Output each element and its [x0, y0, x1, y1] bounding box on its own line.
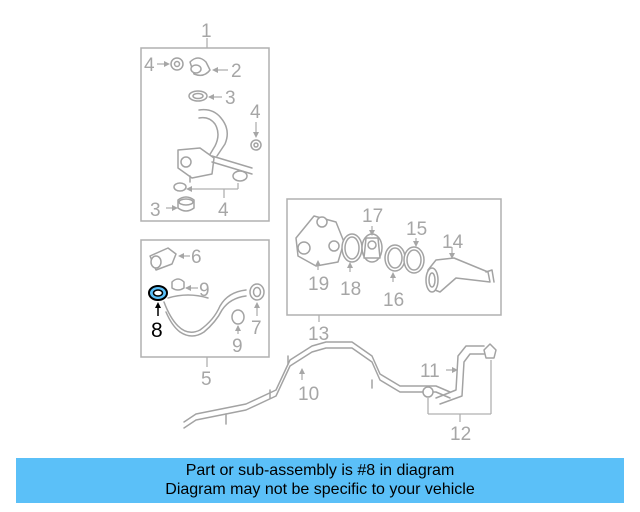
group-13-box — [286, 198, 502, 316]
callout-19: 19 — [308, 274, 329, 295]
parts-diagram: 1 4 2 3 4 — [140, 21, 502, 445]
part-9-clip-upper[interactable] — [171, 278, 185, 291]
callout-8: 8 — [151, 319, 163, 342]
group-1-box — [140, 47, 270, 222]
part-4-nut-top[interactable] — [170, 57, 184, 71]
callout-5: 5 — [201, 369, 212, 390]
callout-10: 10 — [298, 384, 319, 405]
callout-15: 15 — [406, 219, 427, 240]
part-19-housing[interactable] — [295, 215, 345, 267]
hose-assembly-group-1 — [177, 108, 253, 183]
part-10-water-pipe[interactable] — [183, 341, 451, 429]
callout-9-lower: 9 — [232, 336, 243, 357]
hose-group-5 — [163, 289, 247, 337]
banner-line-1: Part or sub-assembly is #8 in diagram — [185, 462, 455, 479]
callout-16: 16 — [383, 290, 404, 311]
callout-4-right: 4 — [250, 102, 261, 123]
part-16-gasket[interactable] — [384, 244, 406, 272]
callout-13: 13 — [308, 324, 329, 345]
part-7-clamp[interactable] — [249, 283, 265, 301]
part-6-fitting[interactable] — [149, 247, 177, 271]
part-small-clamp-left[interactable] — [173, 182, 187, 192]
callout-4-lower: 4 — [218, 200, 229, 221]
part-2-connector[interactable] — [189, 57, 211, 77]
callout-9-upper: 9 — [199, 280, 210, 301]
callout-6: 6 — [191, 247, 202, 268]
callout-14: 14 — [442, 232, 464, 253]
callout-4-top: 4 — [144, 55, 155, 76]
part-3-clamp-upper[interactable] — [188, 90, 208, 102]
part-4-bolt-right[interactable] — [250, 139, 262, 151]
group-5-box — [140, 239, 270, 358]
part-3-clamp-lower[interactable] — [177, 196, 195, 212]
callout-2: 2 — [231, 61, 242, 82]
callout-7: 7 — [251, 318, 262, 339]
part-15-gasket[interactable] — [403, 246, 425, 274]
part-8-highlighted[interactable] — [148, 285, 168, 301]
part-9-clip-lower[interactable] — [231, 309, 245, 325]
callout-17: 17 — [362, 206, 383, 227]
callout-18: 18 — [340, 279, 361, 300]
part-12-clamp-left[interactable] — [422, 386, 434, 398]
part-17-thermostat[interactable] — [361, 233, 383, 263]
part-clamp-lower-group-1[interactable] — [232, 170, 248, 182]
part-18-gasket[interactable] — [341, 233, 363, 263]
callout-12: 12 — [450, 424, 471, 445]
part-11-pipe[interactable] — [435, 345, 485, 405]
part-12-clamp-right[interactable] — [483, 343, 497, 359]
callout-11: 11 — [420, 361, 440, 382]
callout-3-upper: 3 — [225, 88, 236, 109]
callout-3-lower: 3 — [150, 200, 161, 221]
part-14-outlet-pipe[interactable] — [425, 257, 495, 293]
callout-1: 1 — [201, 21, 212, 42]
banner-line-2: Diagram may not be specific to your vehi… — [165, 481, 475, 498]
info-banner: Part or sub-assembly is #8 in diagram Di… — [16, 458, 624, 503]
